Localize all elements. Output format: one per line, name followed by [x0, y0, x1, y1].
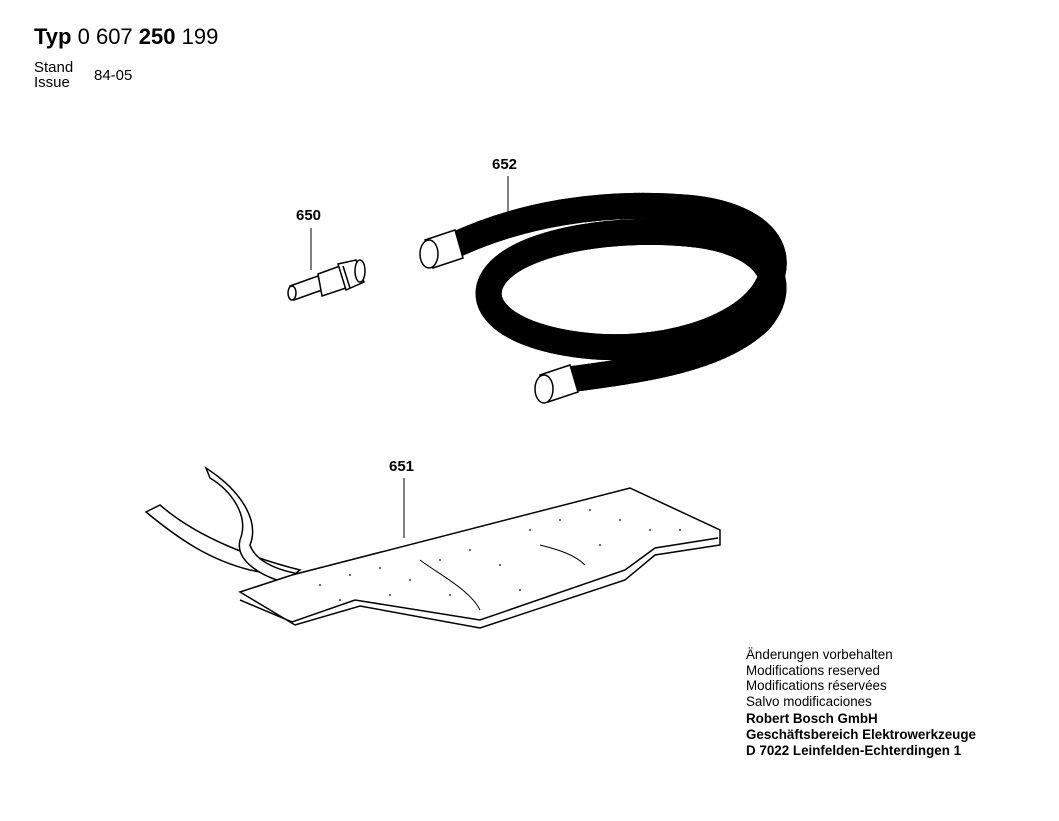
hose-fitting-icon — [287, 259, 366, 301]
typ-part1: 0 607 — [77, 24, 133, 49]
filter-bag-icon — [144, 466, 721, 629]
note-line: Änderungen vorbehalten — [746, 647, 893, 662]
issue-label: Issue — [34, 74, 70, 91]
company-division: Geschäftsbereich Elektrowerkzeuge — [746, 726, 976, 742]
part-number-650: 650 — [296, 207, 322, 224]
part-number-651: 651 — [389, 458, 415, 475]
typ-label: Typ — [34, 24, 72, 49]
typ-part3: 199 — [181, 24, 219, 49]
typ-part2: 250 — [138, 24, 176, 49]
corrugated-hose-icon — [419, 206, 774, 404]
type-number: Typ 0 607 250 199 — [34, 24, 218, 50]
notes-block: Änderungen vorbehalten Modifications res… — [746, 647, 976, 758]
note-line: Modifications reserved — [746, 662, 880, 678]
note-line: Modifications réservées — [746, 678, 887, 694]
company-name: Robert Bosch GmbH — [746, 711, 878, 727]
issue-value: 84-05 — [94, 67, 133, 84]
note-line: Salvo modificaciones — [746, 693, 872, 709]
company-address: D 7022 Leinfelden-Echterdingen 1 — [746, 742, 962, 758]
stand-label: Stand — [34, 59, 74, 76]
part-number-652: 652 — [492, 156, 518, 173]
